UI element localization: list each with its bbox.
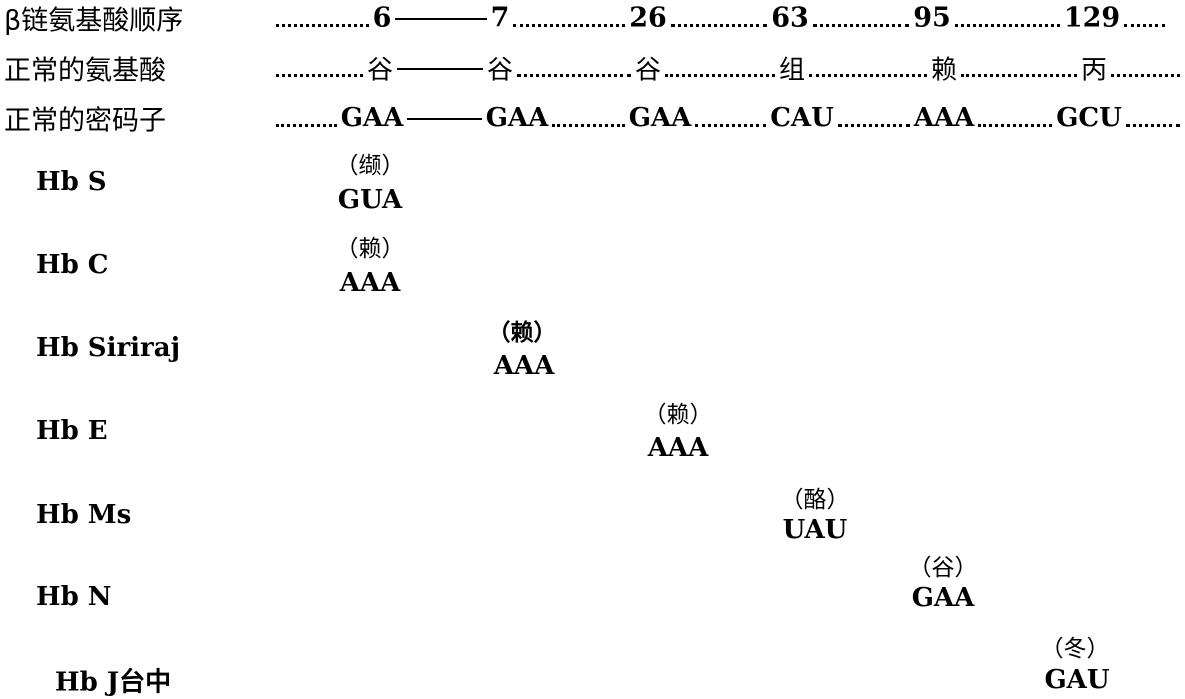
- connector-dash: [397, 68, 483, 70]
- dotted-leader: [695, 124, 767, 127]
- codon-value: GAA: [485, 103, 549, 133]
- position-value: 95: [913, 2, 951, 34]
- mutant-name: Hb E: [36, 416, 108, 446]
- mutant-name: Hb C: [36, 250, 109, 280]
- dotted-leader: [1111, 74, 1180, 77]
- position-value: 6: [372, 2, 392, 34]
- position-value: 26: [629, 2, 667, 34]
- position-value: 63: [771, 2, 809, 34]
- codon-value: CAU: [770, 103, 834, 133]
- mutant-codon: GAU: [1044, 665, 1110, 695]
- mutant-amino-acid: （赖）: [335, 236, 405, 262]
- mutant-name: Hb S: [36, 167, 107, 197]
- codon-value: GAA: [628, 103, 692, 133]
- dotted-leader: [665, 74, 775, 77]
- row-label-sequence: β链氨基酸顺序: [4, 5, 184, 37]
- dotted-leader: [276, 74, 363, 77]
- dotted-leader: [1125, 124, 1180, 127]
- mutant-codon: GUA: [337, 185, 403, 215]
- mutant-codon: UAU: [782, 515, 848, 545]
- mutant-amino-acid: （赖）: [487, 320, 557, 346]
- dotted-leader: [517, 74, 631, 77]
- amino-acid-value: 谷: [634, 55, 662, 86]
- dotted-leader: [978, 124, 1053, 127]
- mutant-codon: AAA: [493, 351, 555, 381]
- mutant-codon: AAA: [339, 268, 401, 298]
- amino-acid-value: 赖: [930, 55, 958, 86]
- position-value: 129: [1063, 2, 1121, 34]
- dotted-leader: [1124, 24, 1165, 27]
- dotted-leader: [954, 24, 1060, 27]
- mutant-codon: GAA: [911, 583, 975, 613]
- mutant-amino-acid: （冬）: [1040, 636, 1110, 662]
- position-value: 7: [490, 2, 510, 34]
- row-label-amino-acid: 正常的氨基酸: [4, 55, 166, 87]
- mutant-name: Hb Ms: [36, 500, 132, 530]
- mutant-name: Hb Siriraj: [36, 333, 180, 363]
- codon-value: GAA: [340, 103, 404, 133]
- mutant-amino-acid: （谷）: [908, 555, 978, 581]
- amino-acid-value: 谷: [486, 55, 514, 86]
- codon-value: AAA: [913, 103, 975, 133]
- amino-acid-value: 组: [778, 55, 806, 86]
- mutant-amino-acid: （缬）: [335, 153, 405, 179]
- dotted-leader: [276, 24, 369, 27]
- mutant-name: Hb N: [36, 582, 112, 612]
- connector-dash: [407, 118, 482, 120]
- row-label-codon: 正常的密码子: [4, 105, 166, 137]
- dotted-leader: [276, 124, 337, 127]
- amino-acid-value: 丙: [1080, 55, 1108, 86]
- mutant-amino-acid: （酪）: [780, 487, 850, 513]
- connector-dash: [395, 18, 487, 20]
- mutant-amino-acid: （赖）: [643, 402, 713, 428]
- dotted-leader: [812, 24, 910, 27]
- mutant-name: Hb J台中: [55, 667, 172, 698]
- dotted-leader: [552, 124, 625, 127]
- mutant-codon: AAA: [647, 433, 709, 463]
- amino-acid-value: 谷: [366, 55, 394, 86]
- dotted-leader: [837, 124, 910, 127]
- codon-value: GCU: [1056, 103, 1122, 133]
- dotted-leader: [670, 24, 768, 27]
- dotted-leader: [961, 74, 1077, 77]
- dotted-leader: [809, 74, 927, 77]
- dotted-leader: [513, 24, 626, 27]
